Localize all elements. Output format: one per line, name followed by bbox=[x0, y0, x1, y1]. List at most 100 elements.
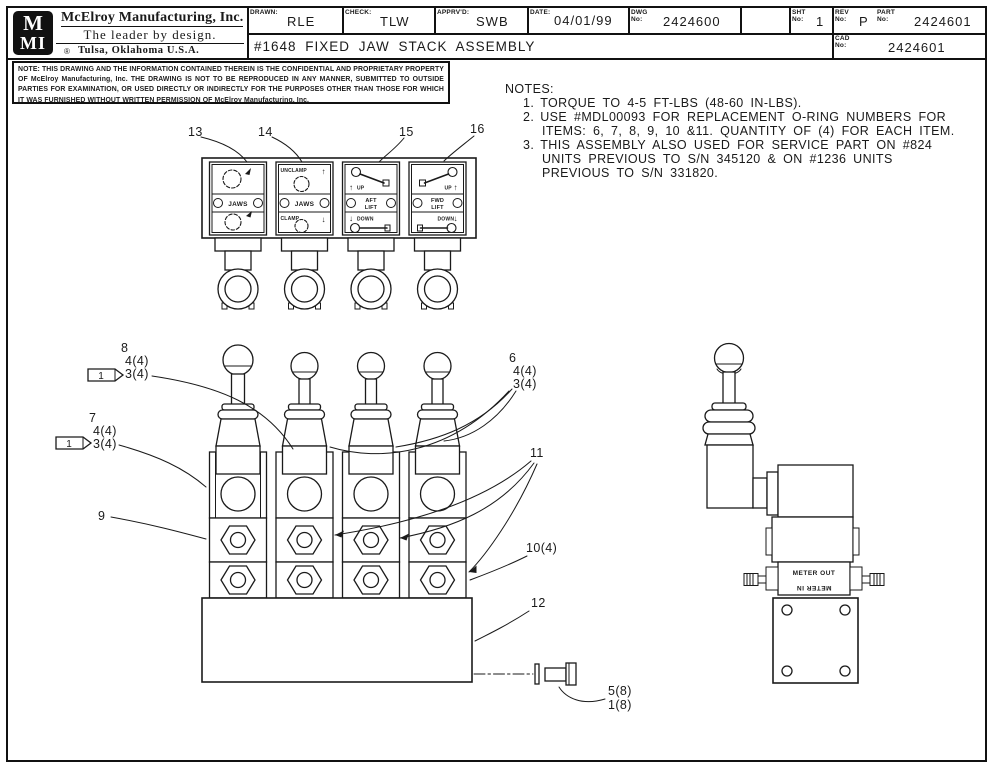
registered-trademark-symbol: ® bbox=[64, 47, 70, 56]
approved-label: APPRV'D: bbox=[437, 9, 470, 16]
meter-out-label: METER OUT bbox=[793, 570, 836, 577]
up-arrow-icon: ↑ bbox=[454, 183, 458, 192]
valve-port bbox=[286, 476, 323, 512]
joystick-knob bbox=[713, 342, 745, 374]
label-plate-jaws-clamp: UNCLAMP ↑ JAWS CLAMP ↓ bbox=[275, 161, 334, 236]
down-arrow-icon: ↓ bbox=[454, 214, 458, 223]
joystick-stem bbox=[431, 378, 444, 407]
callout-item-3b: 3(4) bbox=[93, 437, 117, 451]
company-tagline: The leader by design. bbox=[83, 27, 217, 42]
aft-label: AFT bbox=[365, 198, 377, 204]
drawn-value: RLE bbox=[287, 14, 316, 29]
note-2: 2. USE #MDL00093 FOR REPLACEMENT O-RING N… bbox=[505, 110, 973, 124]
sht-label: SHT bbox=[792, 9, 806, 16]
lever-up-icon bbox=[419, 166, 458, 187]
note-2-text: USE #MDL00093 FOR REPLACEMENT O-RING NUM… bbox=[540, 110, 947, 124]
mcelroy-logo: M MI bbox=[13, 11, 53, 55]
plate-screw-hole bbox=[346, 198, 356, 208]
meter-section: METER OUT METER IN bbox=[743, 561, 885, 596]
valve-block-upper bbox=[777, 464, 854, 518]
no-label: No: bbox=[877, 16, 889, 24]
callout-item-7: 7 bbox=[89, 411, 96, 425]
up-label: UP bbox=[445, 186, 453, 192]
callouts: 13 14 15 16 8 4(4) 3(4) 7 4(4) 3(4) 9 6 … bbox=[89, 122, 632, 712]
callout-item-4b: 4(4) bbox=[93, 424, 117, 438]
hex-fitting bbox=[419, 525, 456, 555]
dwg-no-value: 2424600 bbox=[663, 14, 721, 29]
logo-letters-mi: MI bbox=[20, 33, 46, 53]
hex-fitting bbox=[286, 565, 323, 595]
mounting-bolt bbox=[473, 662, 577, 686]
clamp-label: CLAMP bbox=[281, 216, 300, 222]
plate-screw-hole bbox=[279, 198, 290, 208]
title-block-divider bbox=[342, 8, 344, 33]
note-1-text: TORQUE TO 4-5 FT-LBS (48-60 IN-LBS). bbox=[540, 96, 802, 110]
title-block-divider bbox=[789, 8, 791, 33]
down-label: DOWN bbox=[357, 217, 374, 223]
label-plate-aft-lift: ↑ UP AFT LIFT ↓ DOWN bbox=[341, 161, 401, 236]
callout-item-4c: 4(4) bbox=[513, 364, 537, 378]
callout-item-15: 15 bbox=[399, 125, 414, 139]
callout-item-10: 10(4) bbox=[526, 541, 557, 555]
knob-icon bbox=[293, 175, 310, 193]
note-3-number: 3. bbox=[523, 138, 535, 152]
manifold-block bbox=[201, 597, 473, 683]
joystick-knob bbox=[222, 344, 254, 376]
callout-item-11: 11 bbox=[530, 446, 544, 460]
lever-down-icon bbox=[417, 222, 457, 234]
unclamp-label: UNCLAMP bbox=[281, 168, 308, 174]
rotate-close-icon bbox=[224, 211, 252, 231]
title-block-divider bbox=[527, 8, 529, 33]
callout-item-1b: 1(8) bbox=[608, 698, 632, 712]
rotate-open-icon bbox=[222, 168, 251, 189]
part-no-label: PART No: bbox=[877, 9, 895, 24]
label-plate-fwd-lift: UP ↑ FWD LIFT DOWN ↓ bbox=[408, 161, 467, 236]
callout-item-3c: 3(4) bbox=[513, 377, 537, 391]
note-flag-top: 1 bbox=[87, 368, 125, 382]
note-3: 3.THIS ASSEMBLY ALSO USED FOR SERVICE PA… bbox=[505, 138, 973, 152]
arrowhead bbox=[335, 530, 344, 538]
mounting-hole bbox=[839, 604, 851, 616]
hex-fitting bbox=[353, 525, 389, 555]
mounting-hole bbox=[781, 665, 793, 677]
hex-fitting bbox=[353, 565, 389, 595]
up-arrow-icon: ↑ bbox=[349, 183, 353, 192]
valve-port bbox=[220, 476, 256, 512]
dwg-label: DWG bbox=[631, 9, 648, 16]
note-2-number: 2. bbox=[523, 110, 535, 124]
rev-no-label: REV No: bbox=[835, 9, 849, 24]
meter-in-label: METER IN bbox=[796, 584, 831, 591]
valve-stack-column-4 bbox=[408, 351, 467, 599]
confidentiality-note: NOTE: THIS DRAWING AND THE INFORMATION C… bbox=[12, 61, 450, 104]
no-label: No: bbox=[835, 16, 847, 24]
up-arrow-icon: ↑ bbox=[322, 167, 326, 176]
callout-item-3a: 3(4) bbox=[125, 367, 149, 381]
joystick-knob bbox=[423, 351, 452, 381]
control-plate-panel: JAWS bbox=[201, 157, 477, 310]
callout-item-13: 13 bbox=[188, 125, 203, 139]
note-2-continued: ITEMS: 6, 7, 8, 9, 10 &11. QUANTITY OF (… bbox=[542, 124, 955, 138]
mounting-plate bbox=[772, 597, 859, 684]
plate-13-middle-label: JAWS bbox=[228, 201, 248, 208]
logo-letter-m: M bbox=[23, 11, 43, 35]
title-block-divider bbox=[434, 8, 436, 33]
dwg-no-label: DWG No: bbox=[631, 9, 648, 24]
note-1: 1.TORQUE TO 4-5 FT-LBS (48-60 IN-LBS). bbox=[505, 96, 973, 110]
part-label: PART bbox=[877, 9, 896, 16]
flow-adjust-screw-right bbox=[861, 573, 885, 586]
down-arrow-icon: ↓ bbox=[349, 214, 353, 223]
note-flag-mid: 1 bbox=[55, 436, 93, 450]
callout-item-12: 12 bbox=[531, 596, 546, 610]
bolt-shaft bbox=[544, 667, 567, 682]
title-block-divider bbox=[628, 8, 630, 33]
drawing-title: #1648 FIXED JAW STACK ASSEMBLY bbox=[254, 39, 536, 54]
joystick-boot bbox=[281, 403, 328, 475]
plate-screw-hole bbox=[412, 198, 423, 208]
notes-heading: NOTES: bbox=[505, 82, 554, 96]
lever-up-icon bbox=[350, 166, 390, 187]
plate-screw-hole bbox=[452, 198, 463, 208]
rev-label: REV bbox=[835, 9, 849, 16]
valve-connector bbox=[766, 471, 779, 516]
